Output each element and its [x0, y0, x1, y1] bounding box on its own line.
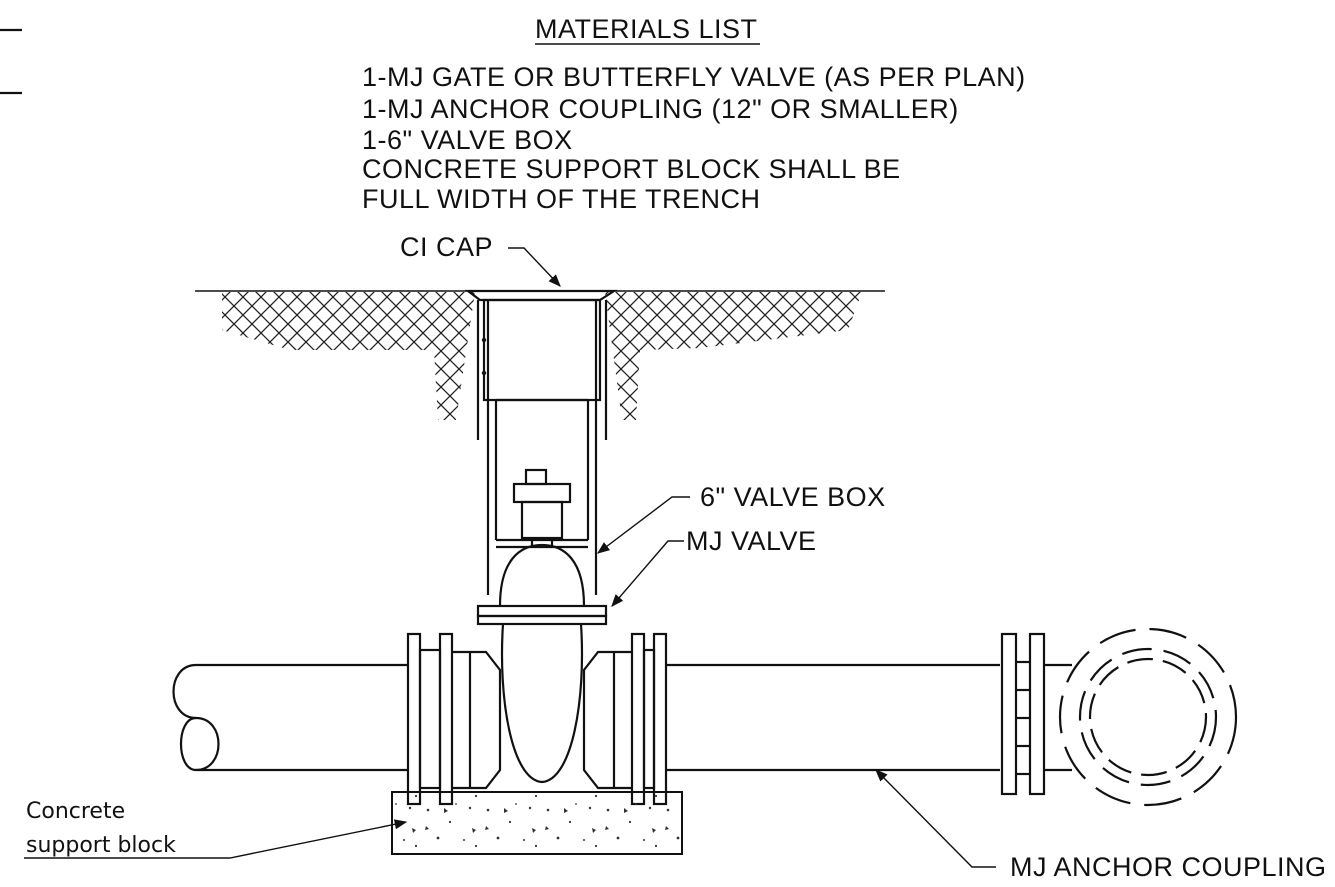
- materials-item: CONCRETE SUPPORT BLOCK SHALL BE: [362, 154, 901, 184]
- ci-cap-label: CI CAP: [400, 232, 493, 262]
- callout-valve-box: 6" VALVE BOX: [596, 482, 886, 554]
- anchor-coupling: [1000, 627, 1238, 807]
- concrete-label-line1: Concrete: [26, 799, 125, 824]
- mj-valve-label: MJ VALVE: [686, 526, 817, 556]
- valve-box-label: 6" VALVE BOX: [700, 482, 886, 512]
- materials-item: 1-6" VALVE BOX: [362, 125, 573, 155]
- materials-item: 1-MJ ANCHOR COUPLING (12" OR SMALLER): [362, 94, 959, 124]
- water-main-pipe: [172, 632, 1000, 806]
- materials-item: 1-MJ GATE OR BUTTERFLY VALVE (AS PER PLA…: [362, 62, 1026, 92]
- sheet-edge-ticks: [0, 28, 22, 95]
- concrete-support-block: [391, 791, 683, 855]
- callout-anchor-coupling: MJ ANCHOR COUPLING: [875, 769, 1327, 882]
- callout-concrete-block: Concrete support block: [24, 799, 408, 859]
- valve-box: [464, 289, 618, 595]
- mj-valve: [476, 468, 608, 784]
- materials-list: MATERIALS LIST 1-MJ GATE OR BUTTERFLY VA…: [362, 14, 1026, 214]
- materials-heading: MATERIALS LIST: [535, 14, 758, 44]
- callout-ci-cap: CI CAP: [400, 232, 561, 287]
- callout-mj-valve: MJ VALVE: [611, 526, 817, 607]
- materials-item: FULL WIDTH OF THE TRENCH: [362, 184, 761, 214]
- concrete-label-line2: support block: [26, 833, 176, 858]
- anchor-coupling-label: MJ ANCHOR COUPLING: [1010, 852, 1327, 882]
